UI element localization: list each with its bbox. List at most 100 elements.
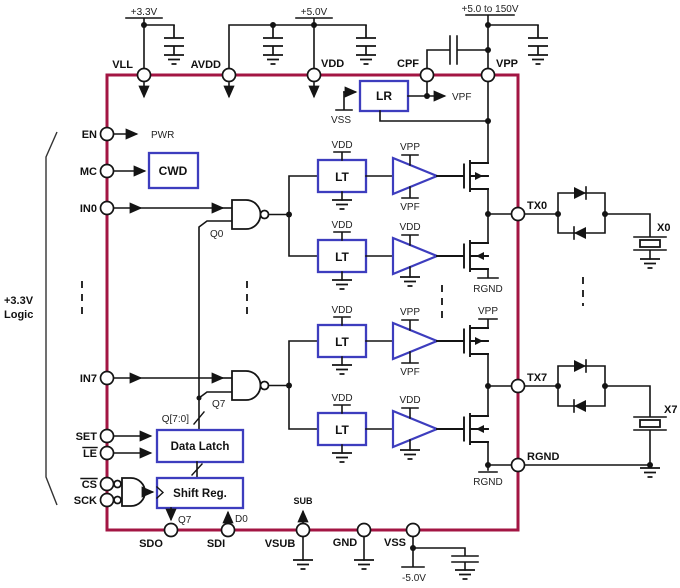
logic-domain-label-1: +3.3V: [4, 295, 34, 307]
pin-vsub: [295, 522, 311, 538]
high-side-mosfet: [436, 160, 489, 192]
lt-vdd-label: VDD: [331, 393, 352, 404]
pin-in0: [99, 200, 115, 216]
pin-label-in0: IN0: [80, 203, 97, 215]
pin-sdi: [220, 522, 236, 538]
tx0-external: [555, 186, 667, 269]
low-side-mosfet: [436, 413, 489, 445]
lt-vdd-label: VDD: [331, 140, 352, 151]
channel-0: [286, 74, 559, 290]
q0-label: Q0: [210, 229, 224, 240]
control-inputs: [112, 128, 233, 459]
pin-label-avdd: AVDD: [191, 59, 221, 71]
cwd-block: [147, 151, 200, 190]
pin-le: [99, 445, 115, 461]
q7-label: Q7: [212, 399, 226, 410]
rgnd-stub-label: RGND: [473, 477, 502, 488]
bus-slash: [193, 411, 205, 425]
lr-block-label: LR: [376, 89, 392, 103]
pin-label-mc: MC: [80, 166, 97, 178]
pin-label-vss: VSS: [384, 537, 406, 549]
amp-vdd-label: VDD: [399, 395, 420, 406]
pin-tx0: [510, 206, 526, 222]
data-latch-block: [155, 428, 245, 464]
driver-amp: [391, 321, 440, 361]
rgnd-stub-label: RGND: [473, 284, 502, 295]
driver-amp: [391, 409, 440, 449]
lr-vss-label: VSS: [331, 115, 351, 126]
pin-label-sck: SCK: [74, 495, 97, 507]
latch-shift-section: [113, 428, 245, 525]
q-bus: [193, 220, 233, 433]
pin-rgnd: [510, 457, 526, 473]
pin-label-cpf: CPF: [397, 58, 419, 70]
internal-supply-arrows: [138, 82, 320, 99]
continuation-marks: [81, 277, 584, 321]
pin-label-sdi: SDI: [207, 538, 225, 550]
pin-gnd: [356, 522, 372, 538]
pin-label-tx7: TX7: [527, 372, 547, 384]
driver-amp: [391, 156, 440, 196]
shift-reg-label: Shift Reg.: [173, 488, 227, 500]
supply-neg-label: -5.0V: [402, 573, 426, 584]
lt-block-label: LT: [335, 170, 349, 184]
transducer-x7-label: X7: [664, 404, 677, 416]
pin-label-vpp: VPP: [496, 58, 518, 70]
pin-label-en: EN: [82, 129, 97, 141]
lt-vdd-label: VDD: [331, 220, 352, 231]
lt-block-label: LT: [335, 250, 349, 264]
q7-out-label: Q7: [178, 515, 192, 526]
pin-vll: [136, 67, 152, 83]
pin-label-rgnd: RGND: [527, 451, 559, 463]
logic-domain-label-2: Logic: [4, 309, 33, 321]
tx7-external: [555, 359, 667, 478]
pin-cs: [99, 476, 115, 492]
pin-label-gnd: GND: [333, 537, 358, 549]
supply-33-label: +3.3V: [131, 7, 158, 18]
supply-hv-label: +5.0 to 150V: [462, 4, 519, 15]
pin-vss: [405, 522, 421, 538]
shift-reg-block: [155, 476, 245, 510]
pin-avdd: [221, 67, 237, 83]
bus-slash: [191, 463, 203, 476]
pin-vdd: [306, 67, 322, 83]
pin-mc: [99, 163, 115, 179]
pin-label-set: SET: [76, 431, 98, 443]
lt-block-label: LT: [335, 423, 349, 437]
pin-label-le: LE: [83, 448, 97, 460]
data-latch-label: Data Latch: [171, 441, 230, 453]
amp-vpp-label: VPP: [400, 142, 420, 153]
driver-amp: [391, 236, 440, 276]
pin-label-vdd: VDD: [321, 58, 344, 70]
pin-vpp: [480, 67, 496, 83]
pin-sck: [99, 492, 115, 508]
pin-label-tx0: TX0: [527, 200, 547, 212]
lr-block: [358, 79, 410, 113]
transducer-x0-label: X0: [657, 222, 670, 234]
transducer-element: [639, 239, 661, 248]
cwd-block-label: CWD: [159, 164, 188, 178]
pin-label-sdo: SDO: [139, 538, 163, 550]
amp-vdd-label: VDD: [399, 222, 420, 233]
pin-label-in7: IN7: [80, 373, 97, 385]
junction-dots: [141, 22, 491, 99]
labels: +3.3V +5.0V +5.0 to 150V VLL AVDD VDD CP…: [4, 4, 677, 584]
d0-in-label: D0: [235, 514, 248, 525]
pin-en: [99, 126, 115, 142]
pin-tx7: [510, 378, 526, 394]
pin-cpf: [419, 67, 435, 83]
pwr-label: PWR: [151, 130, 174, 141]
low-side-mosfet: [436, 240, 489, 272]
channel-7: [286, 316, 651, 473]
active-low-overbars: [80, 446, 98, 480]
supply-50-label: +5.0V: [301, 7, 328, 18]
pin-label-cs: CS: [82, 479, 97, 491]
lt-block-label: LT: [335, 335, 349, 349]
amp-vpf-label: VPF: [400, 202, 419, 213]
lt-block: [316, 411, 368, 447]
amp-vpf-label: VPF: [400, 367, 419, 378]
sub-label: SUB: [293, 496, 313, 506]
bottom-pin-network: [292, 509, 479, 580]
lt-vdd-label: VDD: [331, 305, 352, 316]
